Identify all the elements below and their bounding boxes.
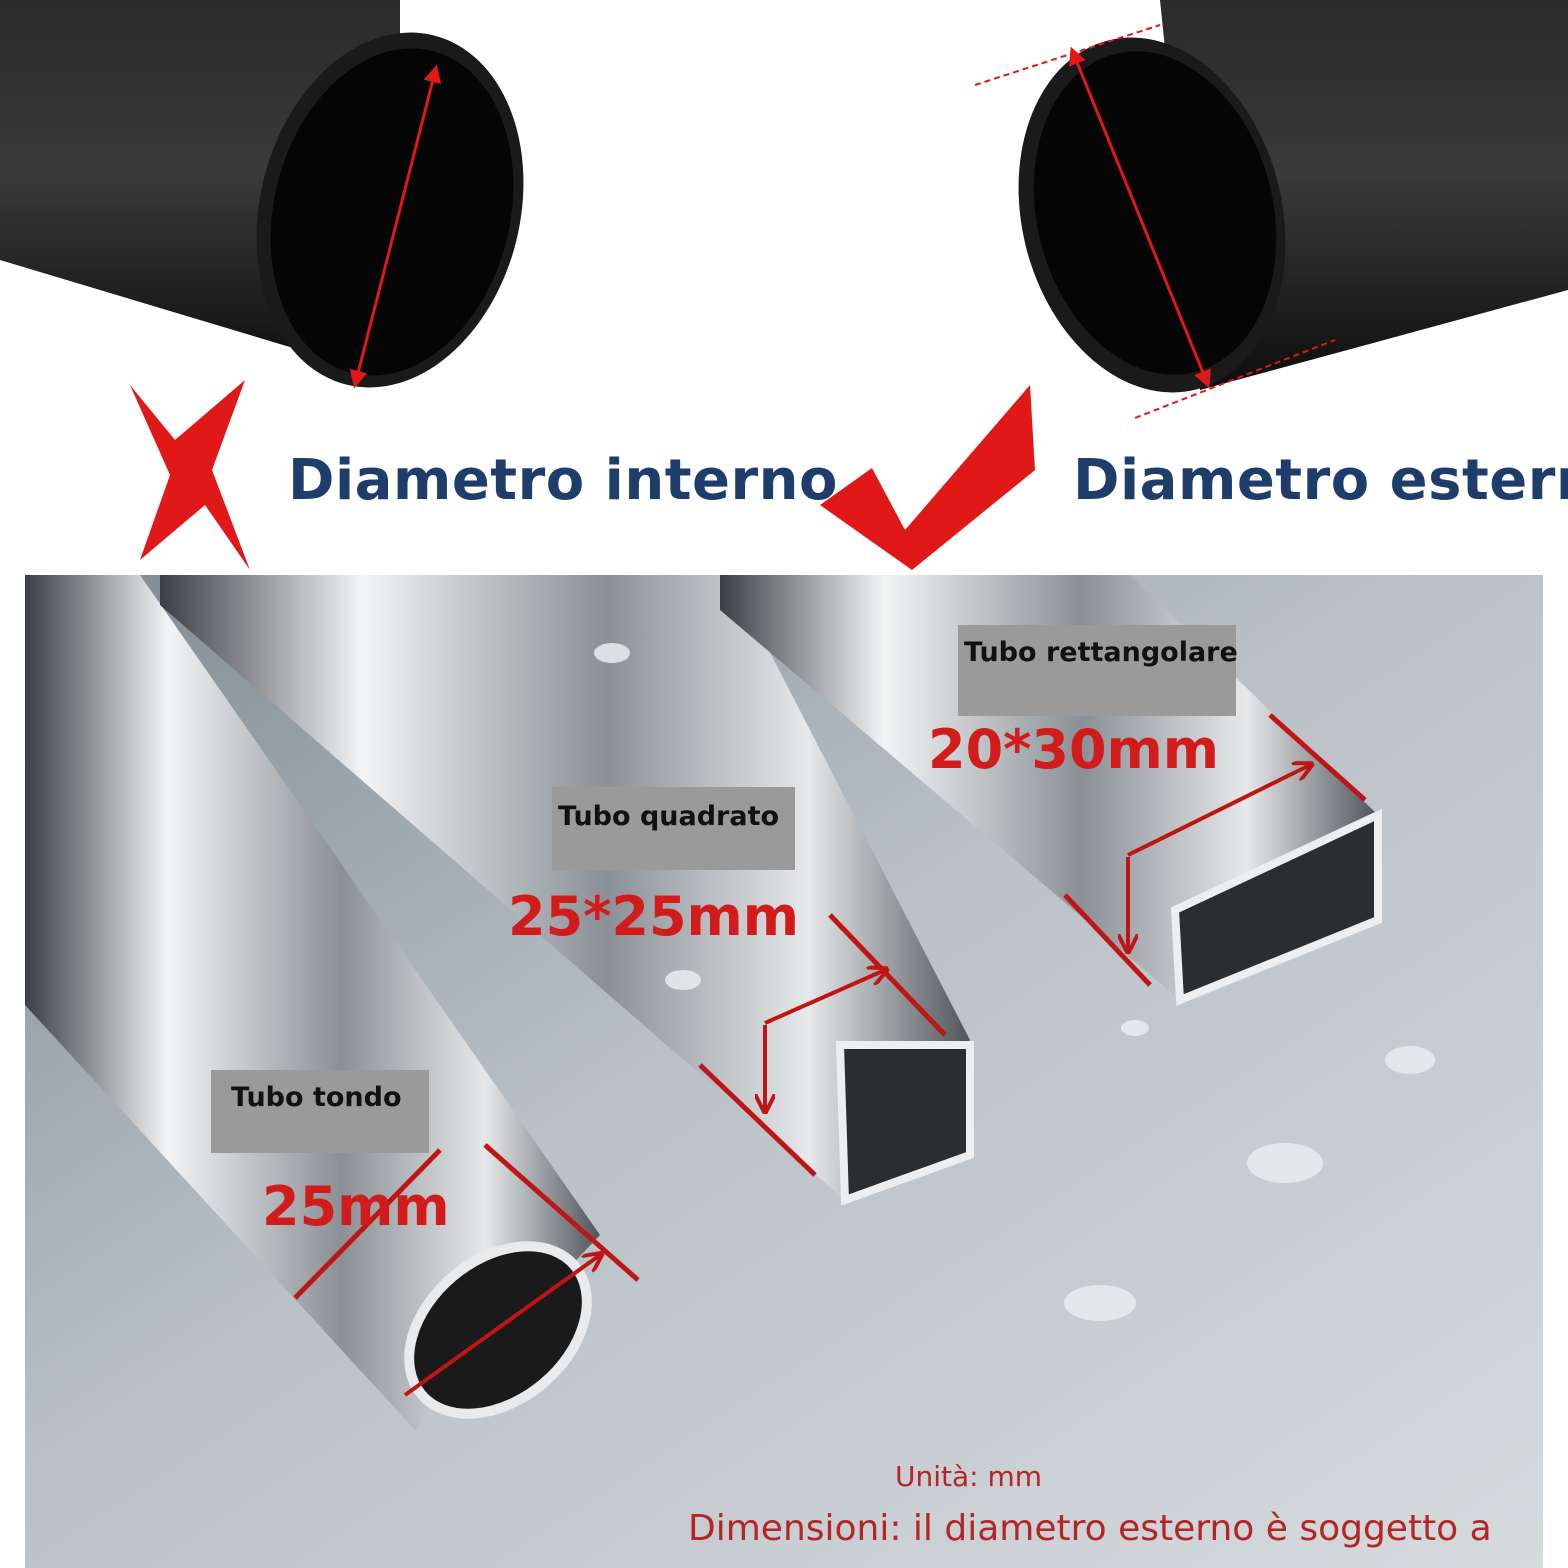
water-droplets	[594, 643, 1435, 1321]
square-tube-label: Tubo quadrato	[552, 787, 795, 870]
dimension-note: Dimensioni: il diametro esterno è sogget…	[688, 1508, 1492, 1549]
inner-diameter-arrow	[349, 64, 442, 389]
round-tube-label: Tubo tondo	[211, 1070, 429, 1153]
cross-mark-icon	[130, 380, 250, 570]
unit-note: Unità: mm	[895, 1460, 1043, 1493]
outer-guide-top	[974, 24, 1161, 86]
pipe-comparison-illustration	[0, 0, 1568, 570]
square-tube-size: 25*25mm	[508, 885, 800, 948]
inner-diameter-label: Diametro interno	[288, 448, 838, 513]
left-pipe	[0, 0, 524, 389]
outer-diameter-label: Diametro esterno	[1073, 448, 1568, 513]
outer-diameter-arrow	[1069, 46, 1211, 389]
round-tube-size: 25mm	[262, 1175, 450, 1238]
outer-guide-bottom	[1134, 339, 1336, 419]
check-mark-icon	[820, 385, 1035, 570]
round-tube	[25, 575, 640, 1430]
square-tube	[160, 575, 974, 1206]
rect-tube-label: Tubo rettangolare	[958, 625, 1238, 716]
rect-tube-size: 20*30mm	[928, 718, 1220, 781]
right-pipe	[974, 0, 1568, 419]
